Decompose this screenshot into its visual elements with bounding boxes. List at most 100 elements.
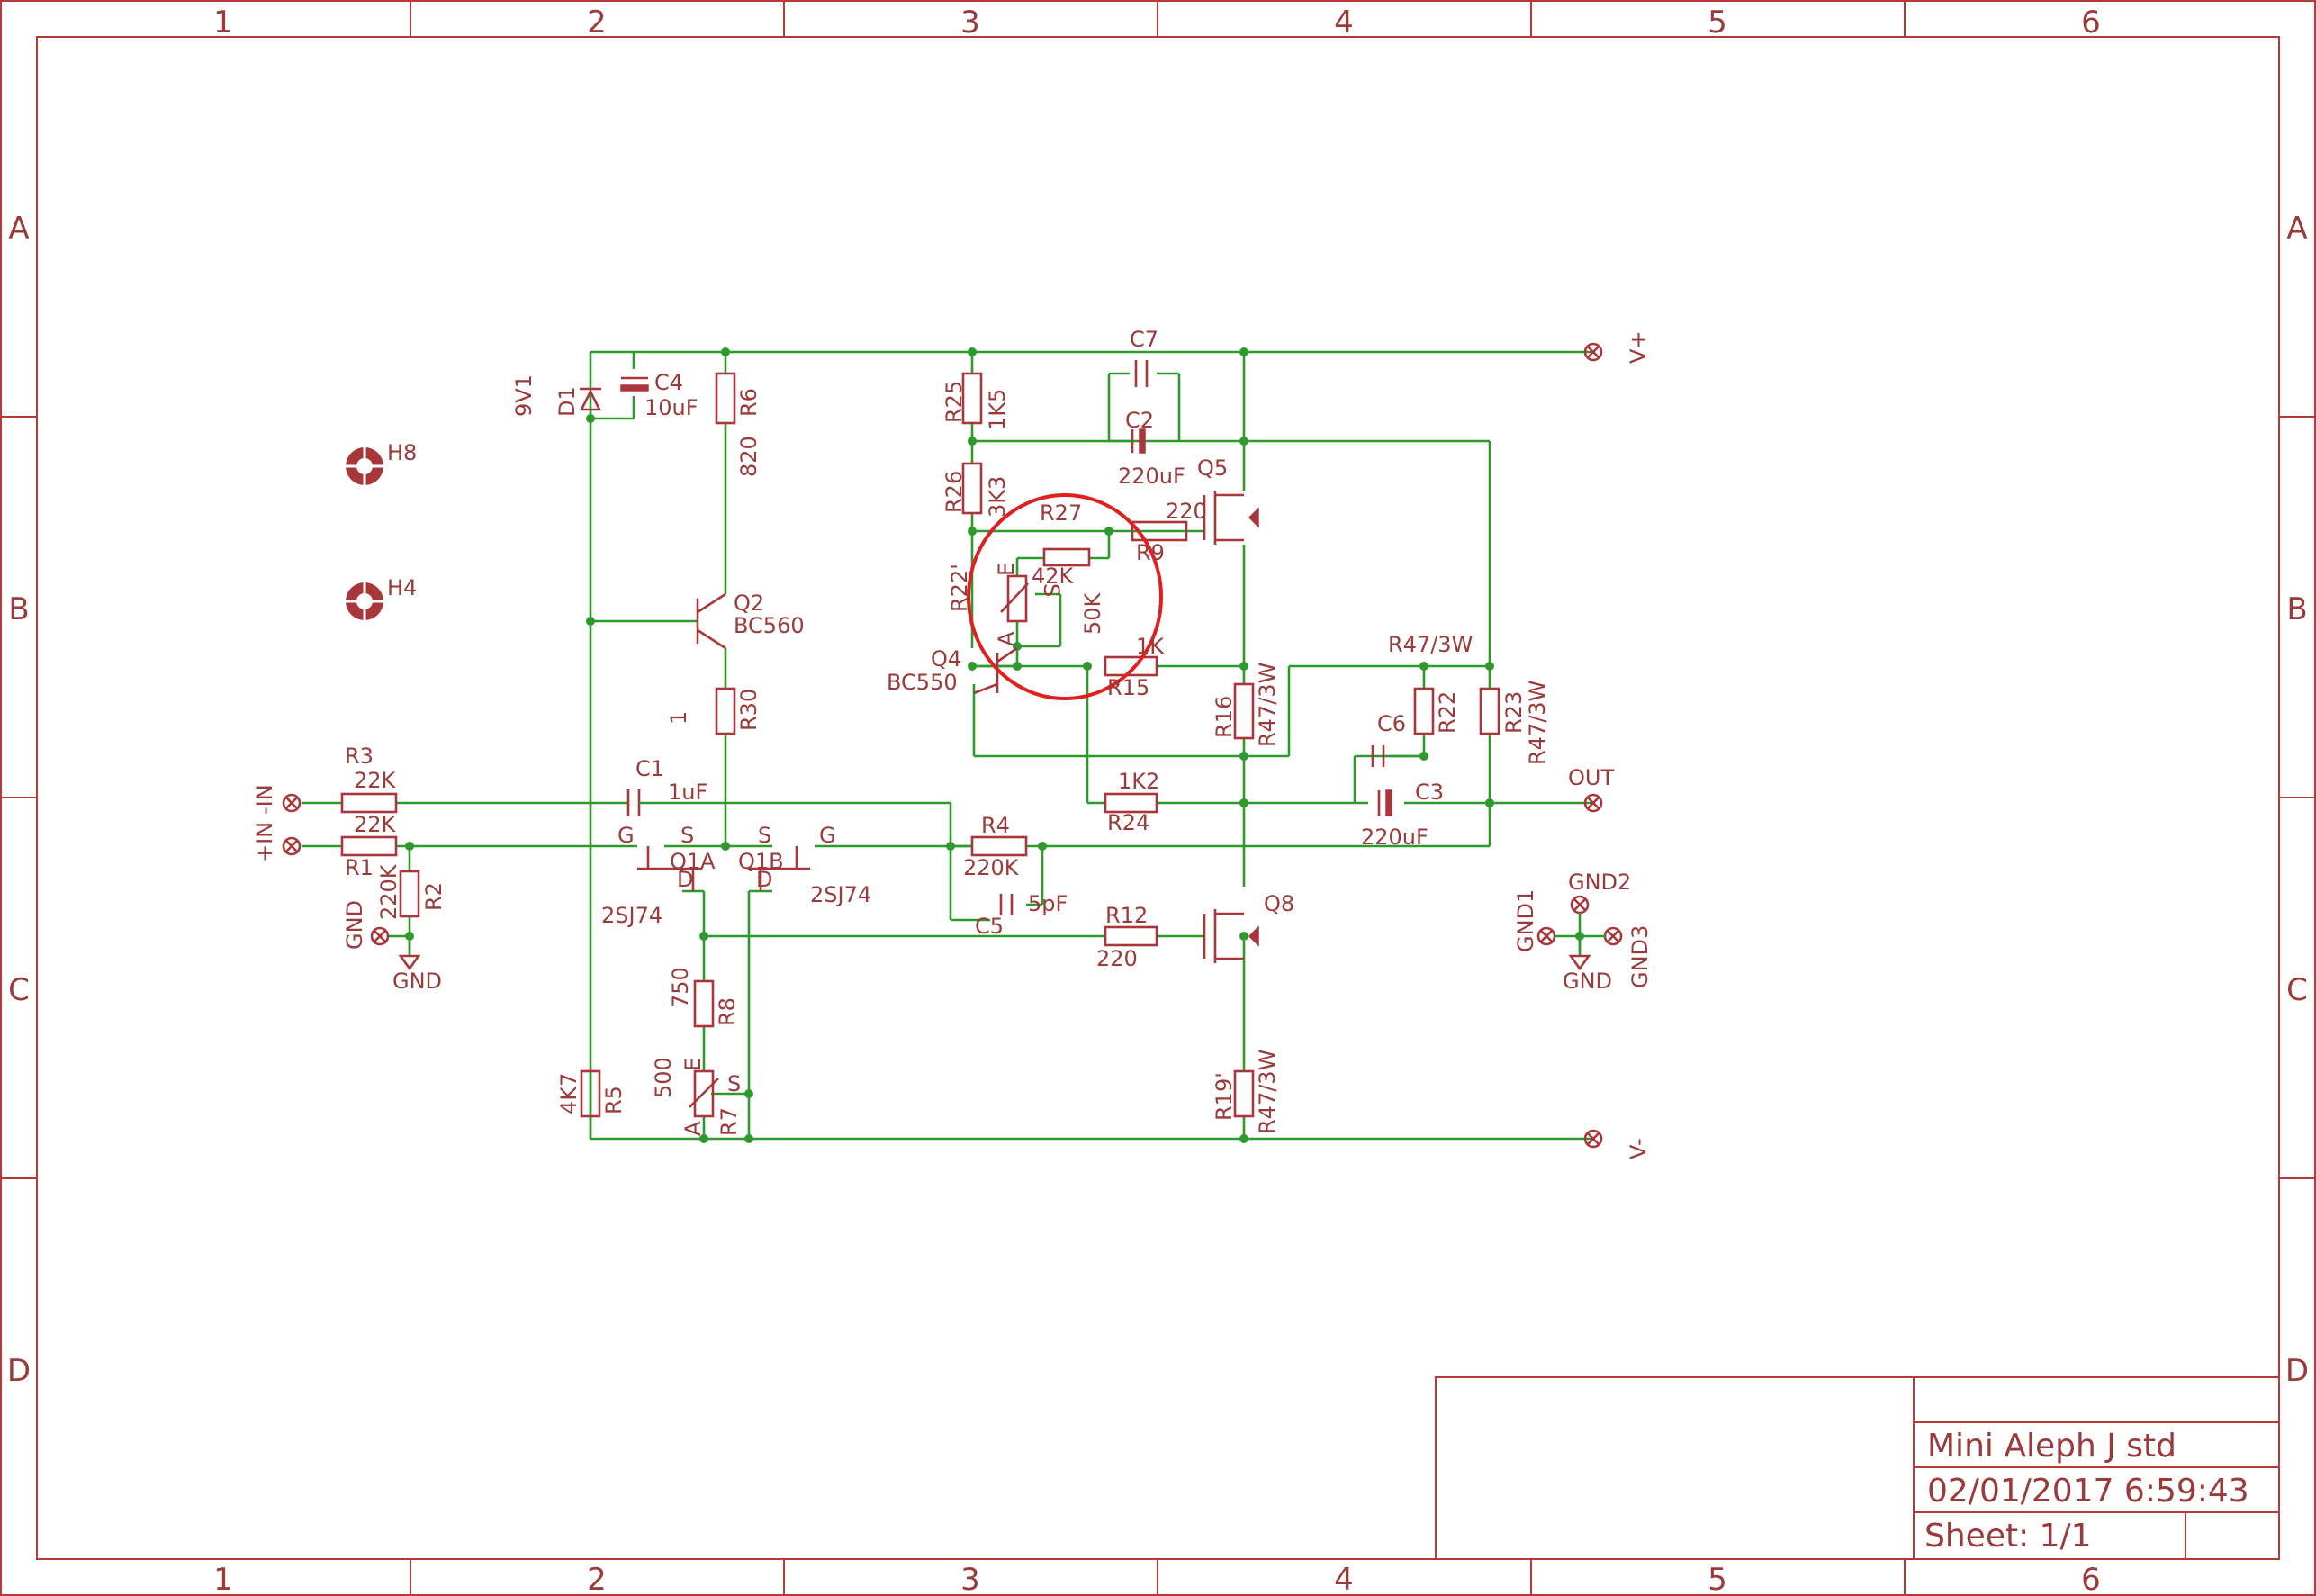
row-marker-left: D [7, 1353, 31, 1389]
pin-label: A [994, 631, 1019, 646]
resistor-r26 [961, 462, 983, 515]
pin-label: D [756, 867, 772, 892]
part-value: 220uF [1118, 464, 1185, 489]
hole-label: H4 [387, 575, 417, 600]
connector-gnd3 [1603, 926, 1623, 946]
part-value: 4K7 [556, 1073, 581, 1114]
part-name: R6 [736, 388, 761, 417]
part-name: R15 [1107, 675, 1149, 700]
transistor-q4 [973, 646, 1018, 695]
part-value: 22K [354, 812, 397, 837]
part-value: 1 [666, 711, 691, 725]
net-label: GND1 [1513, 889, 1538, 952]
frame-markers: 1 2 3 4 5 6 1 2 3 4 5 6 A B C D A B C D [7, 5, 2309, 1596]
resistor-r16 [1233, 682, 1255, 740]
pin-label: D [677, 867, 693, 892]
part-value: 220 [1096, 946, 1138, 971]
resistor-r9 [1131, 520, 1188, 542]
part-value: 750 [668, 967, 693, 1008]
resistor-r7 [693, 1069, 715, 1118]
pin-label: S [758, 823, 771, 848]
resistor-r4 [970, 835, 1028, 857]
part-name: R22 [1435, 691, 1460, 734]
part-name: R3 [345, 744, 374, 769]
part-name: Q4 [931, 646, 961, 672]
col-marker-top: 4 [1334, 5, 1354, 41]
connector-vminus [1583, 1129, 1603, 1149]
part-name: C2 [1125, 408, 1154, 433]
net-label: GND [392, 969, 442, 994]
net-label: GND2 [1568, 870, 1631, 895]
resistor-r3 [340, 792, 398, 814]
net-label: GND3 [1627, 925, 1653, 988]
pin-label: S [1039, 583, 1064, 597]
part-value: 42K [1032, 564, 1075, 589]
transistor-q2 [696, 592, 726, 650]
part-value: 2SJ74 [601, 903, 662, 928]
capacitor-c3 [1377, 789, 1392, 816]
col-marker-top: 5 [1708, 5, 1727, 41]
part-name: C6 [1377, 711, 1406, 736]
col-marker-bottom: 1 [213, 1562, 233, 1596]
capacitor-c6 [1371, 745, 1385, 767]
connector-gnd1 [1536, 926, 1556, 946]
net-label: GND [1563, 969, 1612, 994]
part-value: 1K2 [1118, 769, 1159, 794]
net-label: +IN [252, 822, 277, 862]
resistor-r19p [1233, 1069, 1255, 1118]
part-name: R27 [1040, 500, 1082, 526]
ground-symbol [1568, 936, 1591, 971]
part-value: R47/3W [1255, 1050, 1280, 1134]
col-marker-top: 1 [213, 5, 233, 41]
part-value: 9V1 [511, 374, 536, 417]
resistor-r6 [715, 372, 736, 425]
pin-label: S [680, 823, 694, 848]
row-marker-left: A [8, 211, 29, 247]
part-value: BC550 [887, 670, 958, 695]
capacitor-c7 [1134, 360, 1149, 387]
zener-d1 [579, 387, 602, 411]
part-value: R47/3W [1388, 632, 1473, 657]
row-marker-right: A [2286, 211, 2307, 247]
part-name: Q5 [1197, 455, 1228, 481]
resistor-r24 [1104, 792, 1158, 814]
col-marker-top: 6 [2081, 5, 2101, 41]
part-value: BC560 [734, 613, 805, 638]
ground-symbol [398, 936, 421, 971]
pin-label: G [617, 823, 635, 848]
part-name: C1 [635, 756, 664, 781]
resistor-r27 [1042, 547, 1091, 567]
part-name: R9 [1136, 540, 1165, 565]
part-name: R4 [981, 813, 1010, 838]
part-value: 1K5 [985, 389, 1010, 430]
wires [302, 350, 1593, 1141]
part-name: C5 [975, 914, 1004, 939]
row-marker-right: C [2286, 972, 2308, 1008]
resistor-r8 [693, 979, 715, 1028]
resistor-r23 [1479, 687, 1500, 735]
resistor-r2 [399, 870, 420, 918]
part-name: R23 [1501, 691, 1527, 734]
part-name: R12 [1105, 903, 1148, 928]
part-value: 820 [736, 436, 761, 477]
part-name: R2 [421, 882, 446, 911]
pin-label: S [727, 1071, 741, 1096]
components [282, 342, 1623, 1149]
connector-in-plus [282, 836, 302, 856]
part-name: R19' [1212, 1072, 1237, 1121]
col-marker-top: 3 [960, 5, 980, 41]
col-marker-bottom: 6 [2081, 1562, 2101, 1596]
part-value: 22K [354, 768, 397, 793]
resistor-r15 [1104, 655, 1158, 677]
part-name: R8 [715, 997, 740, 1026]
part-name: R30 [736, 689, 761, 731]
part-name: R7 [716, 1107, 742, 1136]
connector-out [1583, 793, 1603, 813]
title-block-sheet: Sheet: 1/1 [1924, 1518, 2092, 1555]
part-value: R47/3W [1255, 663, 1280, 747]
pin-label: A [680, 1121, 706, 1136]
net-label: V+ [1626, 330, 1651, 364]
resistor-r12 [1104, 925, 1158, 947]
